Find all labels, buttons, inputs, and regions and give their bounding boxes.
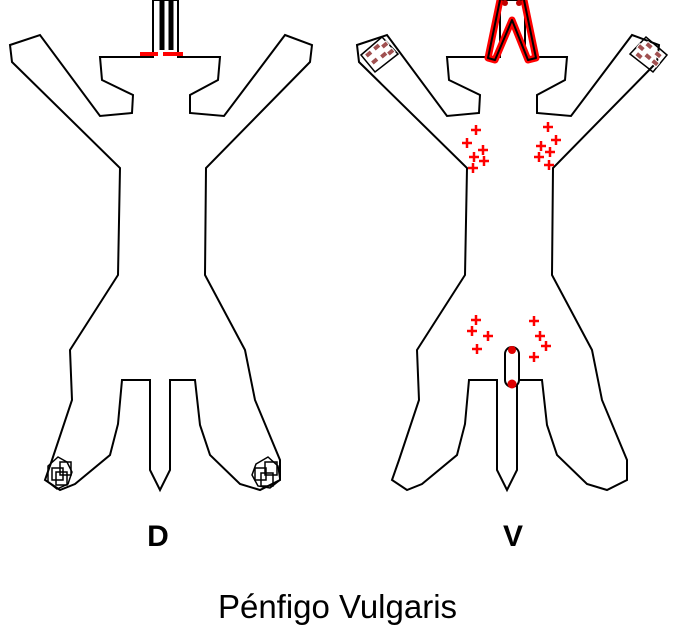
ventral-left-hand-lesion [359,35,400,74]
ventral-inguinal-left-lesions [467,315,493,354]
ventral-inguinal-right-lesions [529,316,551,362]
dorsal-view-label: D [147,520,169,553]
dorsal-ear-lesions [140,0,183,56]
ventral-axilla-right-lesions [534,122,561,170]
figure-title: Pénfigo Vulgaris [217,588,458,625]
ventral-genital-lesion [504,346,520,389]
dorsal-view [9,0,313,491]
ventral-view-label: V [502,520,523,553]
dorsal-left-foot-lesion [47,456,73,490]
ventral-ear-lesion [484,0,540,64]
dorsal-right-foot-lesion [251,456,281,489]
ventral-view [356,0,669,491]
ventral-right-hand-lesion [628,35,669,74]
ventral-body-outline [356,0,660,491]
dorsal-body-outline [9,0,313,491]
ventral-axilla-left-lesions [462,125,489,173]
